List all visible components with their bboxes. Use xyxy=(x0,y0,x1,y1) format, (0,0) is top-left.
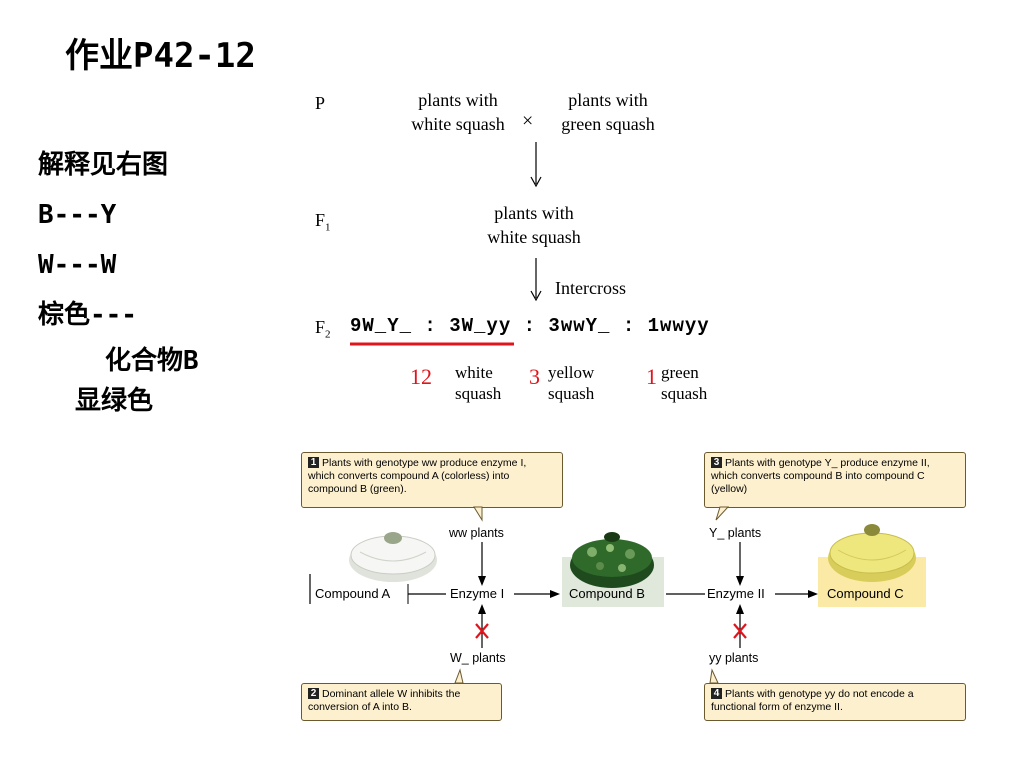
f2-genotype-ratio: 9W_Y_ : 3W_yy : 3wwY_ : 1wwyy xyxy=(350,315,710,337)
compound-b-label: Compound B xyxy=(569,586,645,601)
parent-green-line2: green squash xyxy=(561,114,655,134)
pheno-yellow-count: 3 xyxy=(529,364,540,389)
pheno-green-l2: squash xyxy=(661,384,708,403)
page-title: 作业P42-12 xyxy=(65,36,256,76)
callout-4-text: Plants with genotype yy do not encode a … xyxy=(711,688,914,713)
enzyme-1-label: Enzyme I xyxy=(450,586,505,601)
inhibition-x-marks xyxy=(475,623,747,639)
pheno-white-l2: squash xyxy=(455,384,502,403)
parent-green: plants with green squash xyxy=(548,88,668,136)
generation-f2-label: F2 xyxy=(315,317,331,341)
f1-line1: plants with xyxy=(494,203,574,223)
compound-a-label: Compound A xyxy=(315,586,391,601)
pheno-yellow-l1: yellow xyxy=(548,363,595,382)
intercross-label: Intercross xyxy=(555,278,626,298)
callout-2-text: Dominant allele W inhibits the conversio… xyxy=(308,688,461,713)
ww-plants-label: ww plants xyxy=(449,526,504,540)
yellow-squash-icon xyxy=(828,524,916,582)
note-explanation: 解释见右图 xyxy=(38,150,169,180)
callout-1-text: Plants with genotype ww produce enzyme I… xyxy=(308,457,527,495)
f1-plants: plants with white squash xyxy=(474,201,594,249)
callout-3-number: 3 xyxy=(711,457,722,468)
pheno-yellow-l2: squash xyxy=(548,384,595,403)
note-compound-b: 化合物B xyxy=(105,346,199,376)
pheno-white: white squash xyxy=(455,362,501,404)
cross-symbol: × xyxy=(522,110,534,132)
callout-2-number: 2 xyxy=(308,688,319,699)
callout-3-text: Plants with genotype Y_ produce enzyme I… xyxy=(711,457,930,495)
callout-4-number: 4 xyxy=(711,688,722,699)
generation-p-label: P xyxy=(315,93,326,113)
pheno-white-l1: white xyxy=(455,363,493,382)
callout-1-number: 1 xyxy=(308,457,319,468)
green-squash-icon xyxy=(570,532,654,588)
white-squash-icon xyxy=(349,532,437,582)
note-b-y: B---Y xyxy=(38,200,117,230)
f1-line2: white squash xyxy=(487,227,581,247)
pheno-yellow: yellow squash xyxy=(548,362,594,404)
pheno-green-count: 1 xyxy=(646,364,657,389)
parent-green-line1: plants with xyxy=(568,90,648,110)
W-plants-label: W_ plants xyxy=(450,651,506,665)
generation-f1-label: F1 xyxy=(315,210,331,234)
enzyme-2-label: Enzyme II xyxy=(707,586,765,601)
yy-plants-label: yy plants xyxy=(709,651,759,665)
note-w-w: W---W xyxy=(38,250,117,280)
compound-c-label: Compound C xyxy=(827,586,904,601)
parent-white-line2: white squash xyxy=(411,114,505,134)
pheno-white-count: 12 xyxy=(410,364,432,389)
note-green: 显绿色 xyxy=(75,386,154,416)
parent-white-line1: plants with xyxy=(418,90,498,110)
pheno-green-l1: green xyxy=(661,363,699,382)
note-brown: 棕色--- xyxy=(38,300,137,330)
parent-white: plants with white squash xyxy=(398,88,518,136)
pheno-green: green squash xyxy=(661,362,707,404)
Y-plants-label: Y_ plants xyxy=(709,526,762,540)
